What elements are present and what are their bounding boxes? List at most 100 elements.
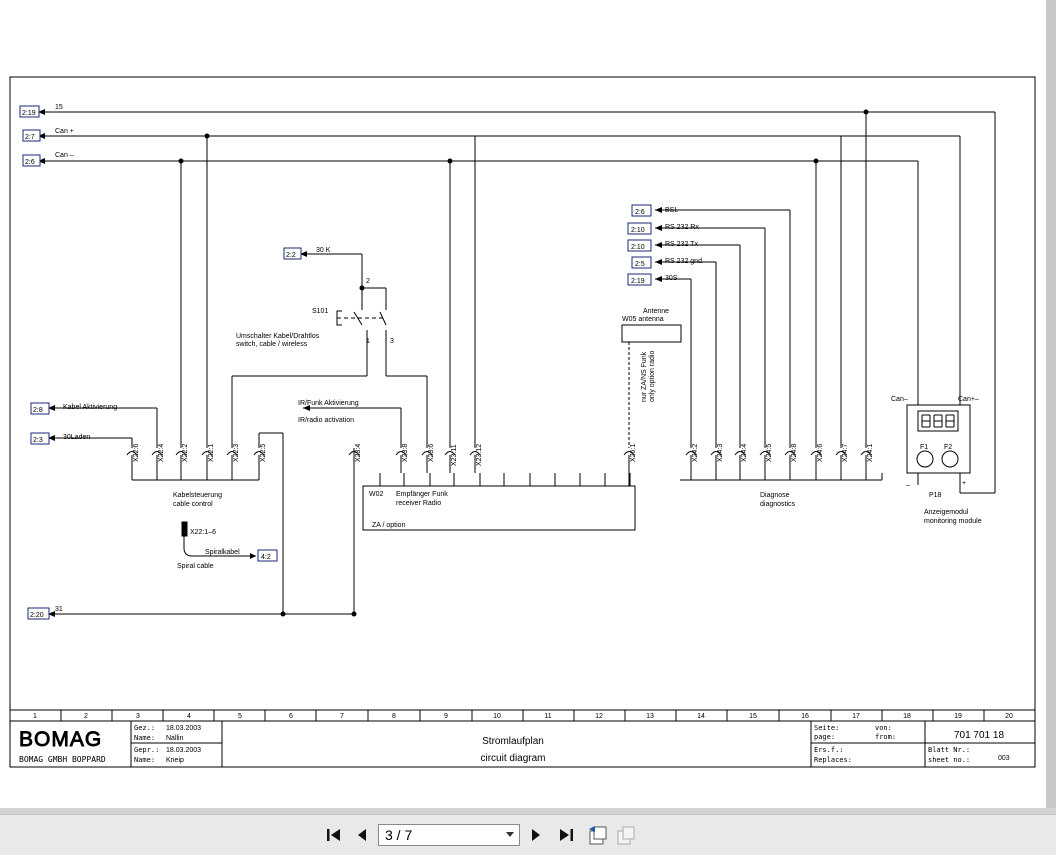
continuous-view-button[interactable] [614, 824, 638, 848]
connector-x26-1: X26:1 [630, 444, 637, 462]
label-ir-radio: IR/radio activation [298, 417, 354, 424]
label-rs232-tx: RS 232 Tx [665, 241, 698, 248]
ref-15[interactable]: 2:19 [22, 110, 36, 117]
previous-page-button[interactable] [352, 825, 372, 845]
ref-can-plus[interactable]: 2:7 [25, 134, 35, 141]
connector-x23-6: X23:6 [428, 444, 435, 462]
title-de: Stromlaufplan [482, 736, 544, 747]
connector-x22-1: X22:1 [208, 444, 215, 462]
label-monitoring-module: monitoring module [924, 518, 982, 525]
label-nur-za: nur ZA/NS Funk [641, 351, 648, 402]
first-page-button[interactable] [324, 825, 344, 845]
name2-label: Name: [134, 756, 155, 764]
connector-x24-7: X24:7 [842, 444, 849, 462]
label-w02: W02 [369, 491, 384, 498]
gez-value: 18.03.2003 [166, 725, 201, 732]
sheet-label: sheet no.: [928, 756, 970, 764]
seite-label: Seite: [814, 724, 839, 732]
connector-x24-1: X24:1 [867, 444, 874, 462]
label-kabel-aktivierung: Kabel Aktivierung [63, 404, 117, 411]
label-can-plus-p18: Can+– [958, 396, 979, 403]
label-x22-1-6: X22:1–6 [190, 529, 216, 536]
ref-gnd[interactable]: 2:5 [635, 261, 645, 268]
grid-col-17: 17 [852, 713, 860, 720]
page-selector[interactable]: 3 / 7 [378, 824, 520, 846]
grid-col-14: 14 [697, 713, 705, 720]
grid-col-9: 9 [444, 713, 448, 720]
label-bsl: BSL [665, 207, 678, 214]
bus-31-label: 31 [55, 606, 63, 613]
label-30s: 30S [665, 275, 678, 282]
page-view-icon [589, 826, 607, 845]
company-name: BOMAG GMBH BOPPARD [19, 755, 106, 764]
pin-1: 1 [366, 338, 370, 345]
label-antenne: Antenne [643, 308, 669, 315]
single-page-view-button[interactable] [586, 824, 610, 848]
name1-value: Nallin [166, 735, 184, 742]
grid-col-2: 2 [84, 713, 88, 720]
connector-x22-2: X22:2 [182, 444, 189, 462]
connector-x24-2: X24:2 [692, 444, 699, 462]
circuit-diagram: 2:19 2:7 2:6 2:2 2:6 2:10 2:10 2:5 2:19 … [9, 76, 1036, 768]
name2-value: Kneip [166, 757, 184, 764]
from-label: from: [875, 733, 896, 741]
label-rs232-gnd: RS 232 gnd [665, 258, 702, 265]
ref-spiral[interactable]: 4:2 [261, 554, 271, 561]
label-diagnose: Diagnose [760, 492, 790, 499]
two-page-view-icon [617, 826, 635, 845]
drawing-sheet: 2:19 2:7 2:6 2:2 2:6 2:10 2:10 2:5 2:19 … [0, 0, 1046, 808]
gepr-value: 18.03.2003 [166, 747, 201, 754]
label-cable-control: cable control [173, 501, 213, 508]
label-30k: 30 K [316, 247, 331, 254]
bus-15-label: 15 [55, 104, 63, 111]
ref-tx[interactable]: 2:10 [631, 244, 645, 251]
connector-x22-5: X22:5 [260, 444, 267, 462]
connector-x22-6: X22:6 [133, 444, 140, 462]
label-diagnostics: diagnostics [760, 501, 796, 508]
page-selector-value: 3 / 7 [385, 827, 413, 843]
grid-col-18: 18 [903, 713, 911, 720]
bomag-logo: BOMAG [19, 728, 102, 751]
ref-30k[interactable]: 2:2 [286, 252, 296, 259]
grid-col-4: 4 [187, 713, 191, 720]
label-minus: – [906, 482, 910, 489]
grid-col-15: 15 [749, 713, 757, 720]
document-number: 701 701 18 [954, 730, 1004, 741]
label-can-minus-p18: Can– [891, 396, 908, 403]
last-page-button[interactable] [556, 825, 576, 845]
last-page-icon [560, 829, 573, 841]
label-ir-funk: IR/Funk Aktivierung [298, 400, 359, 407]
label-kabelsteuerung: Kabelsteuerung [173, 492, 222, 499]
bus-can-plus-label: Can + [55, 128, 74, 135]
connector-x23-12: X23:12 [476, 444, 483, 466]
ref-can-minus[interactable]: 2:6 [25, 159, 35, 166]
connector-x24-4: X24:4 [741, 444, 748, 462]
grid-col-12: 12 [595, 713, 603, 720]
ref-rx[interactable]: 2:10 [631, 227, 645, 234]
grid-col-5: 5 [238, 713, 242, 720]
ref-bsl[interactable]: 2:6 [635, 209, 645, 216]
label-30laden: 30Laden [63, 434, 90, 441]
label-rs232-rx: RS 232 Rx [665, 224, 699, 231]
grid-col-6: 6 [289, 713, 293, 720]
grid-col-3: 3 [136, 713, 140, 720]
label-receiver: receiver Radio [396, 500, 441, 507]
bus-can-minus-label: Can – [55, 152, 74, 159]
ref-laden[interactable]: 2:3 [33, 437, 43, 444]
ref-31[interactable]: 2:20 [30, 612, 44, 619]
label-p18: P18 [929, 492, 942, 499]
ref-30s[interactable]: 2:19 [631, 278, 645, 285]
grid-col-19: 19 [954, 713, 962, 720]
replaces-label: Replaces: [814, 756, 852, 764]
grid-col-10: 10 [493, 713, 501, 720]
next-page-button[interactable] [526, 825, 546, 845]
connector-x24-3: X24:3 [717, 444, 724, 462]
connector-x23-8: X23:8 [402, 444, 409, 462]
label-switch-en: switch, cable / wireless [236, 341, 308, 348]
label-empfaenger: Empfänger Funk [396, 491, 448, 498]
connector-x23-11: X23:11 [451, 444, 458, 466]
ref-kabel[interactable]: 2:8 [33, 407, 43, 414]
label-w05: W05 antenna [622, 316, 664, 323]
von-label: von: [875, 724, 892, 732]
next-page-icon [532, 829, 540, 841]
